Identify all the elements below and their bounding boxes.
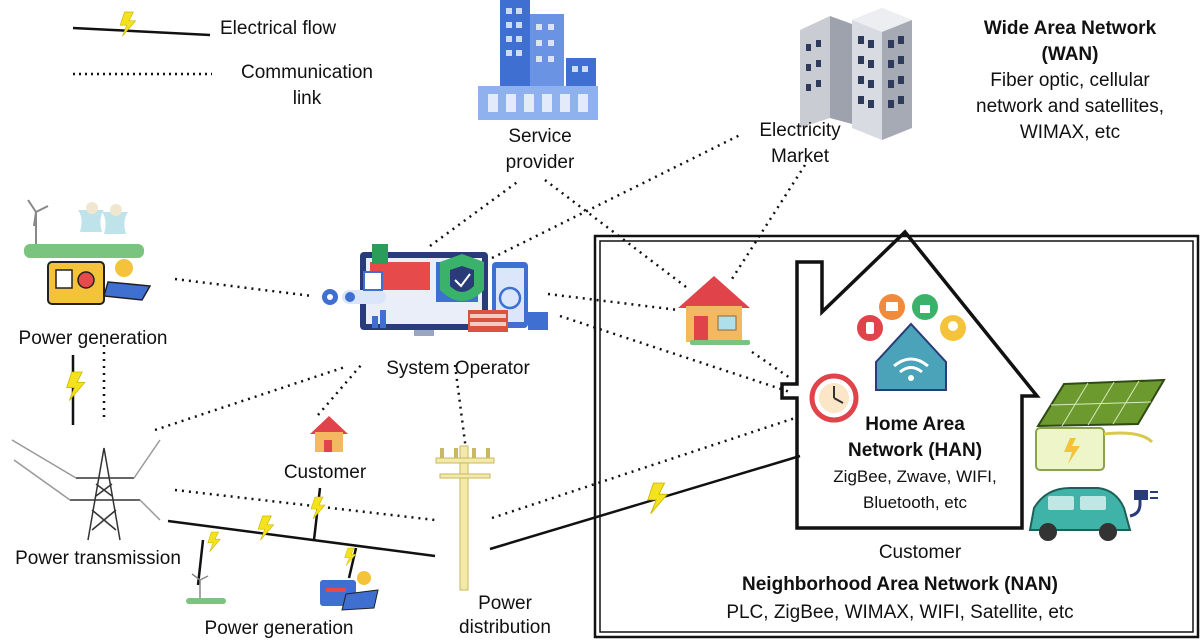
- wan-desc-line1: Fiber optic, cellular: [990, 70, 1150, 91]
- legend-communication-label-line2: link: [292, 88, 322, 109]
- electricity-market-building-icon: [800, 8, 912, 140]
- wan-title-line2: (WAN): [1041, 44, 1099, 65]
- electric-car-icon: [1028, 487, 1158, 541]
- nan-customer-label: Customer: [878, 542, 962, 563]
- power-generation-bottom-label: Power generation: [204, 618, 354, 639]
- smart-meter-icon: [809, 373, 859, 423]
- service-provider-label-line1: Service: [508, 126, 572, 147]
- electrical-flow-lines: [71, 355, 801, 586]
- smart-home-devices-icon: [857, 294, 966, 391]
- wan-description: Wide Area Network (WAN) Fiber optic, cel…: [950, 16, 1190, 146]
- power-transmission-label: Power transmission: [15, 548, 181, 569]
- power-distribution-label: Power distribution: [440, 592, 570, 640]
- solar-battery-icon: [1035, 378, 1166, 471]
- bolt-icon: [66, 371, 86, 401]
- service-provider-label-line2: provider: [505, 152, 575, 173]
- power-generation-top-label: Power generation: [18, 328, 168, 349]
- electricity-market-label-line1: Electricity: [759, 120, 841, 141]
- bolt-icon: [647, 482, 668, 515]
- nan-customer-house-icon: [678, 276, 750, 345]
- legend-electrical-flow-line: [72, 11, 211, 37]
- customer-small-label: Customer: [283, 462, 367, 483]
- legend-communication-label: Communication link: [222, 60, 392, 112]
- legend-electrical-flow-label: Electrical flow: [220, 18, 337, 39]
- power-distribution-label-line2: distribution: [459, 617, 551, 638]
- han-desc-line1: ZigBee, Zwave, WIFI,: [833, 467, 997, 486]
- service-provider-label: Service provider: [480, 124, 600, 176]
- system-operator-icon: [322, 244, 548, 336]
- nan-description: PLC, ZigBee, WIMAX, WIFI, Satellite, etc: [726, 602, 1074, 623]
- han-house-outline: [780, 229, 1041, 530]
- customer-house-icon: [310, 416, 348, 452]
- system-operator-label: System Operator: [386, 358, 530, 379]
- legend-communication-label-line1: Communication: [241, 62, 373, 83]
- communication-links: [102, 133, 807, 522]
- wan-desc-line3: WIMAX, etc: [1019, 122, 1121, 143]
- distribution-pole-icon: [435, 445, 495, 591]
- bolt-icon: [257, 515, 274, 541]
- power-generation-small-icon: [186, 571, 379, 611]
- nan-box: [593, 234, 1200, 639]
- power-distribution-label-line1: Power: [478, 593, 532, 614]
- electricity-market-label: Electricity Market: [740, 118, 860, 170]
- han-title-line2: Network (HAN): [847, 440, 983, 461]
- service-provider-building-icon: [478, 0, 598, 120]
- han-title-line1: Home Area: [865, 414, 965, 435]
- power-generation-plant-icon: [24, 199, 152, 305]
- transmission-tower-icon: [11, 439, 161, 541]
- nan-title: Neighborhood Area Network (NAN): [742, 574, 1058, 595]
- bolt-icon: [207, 531, 221, 553]
- han-desc-line2: Bluetooth, etc: [863, 493, 967, 512]
- han-description: Home Area Network (HAN) ZigBee, Zwave, W…: [815, 412, 1015, 516]
- wan-title-line1: Wide Area Network: [983, 18, 1157, 39]
- electricity-market-label-line2: Market: [770, 146, 830, 167]
- wan-desc-line2: network and satellites,: [976, 96, 1164, 117]
